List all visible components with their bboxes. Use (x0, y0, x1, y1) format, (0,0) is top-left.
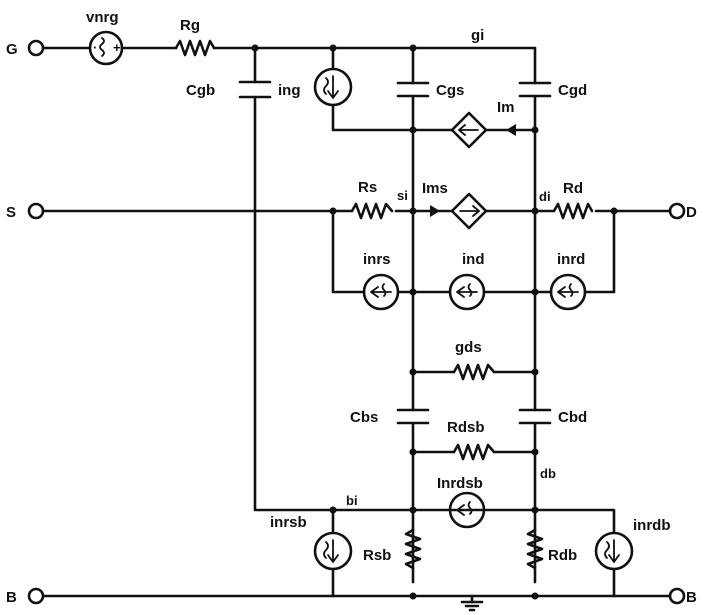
junction-dots (251, 44, 618, 600)
port-label-d: D (686, 204, 697, 221)
label-rdsb: Rdsb (447, 419, 485, 436)
label-si: si (397, 188, 408, 203)
label-inrs: inrs (363, 251, 391, 268)
bulk-terminal-right (668, 587, 686, 605)
label-vnrg: vnrg (86, 9, 119, 26)
capacitor-cgd (518, 81, 552, 98)
dependent-source-ims (430, 192, 488, 230)
label-cbd: Cbd (558, 409, 587, 426)
noise-source-inrs (362, 273, 400, 311)
noise-source-inrd (549, 273, 587, 311)
noise-source-inrsb (313, 531, 353, 571)
label-cbs: Cbs (350, 409, 378, 426)
label-bi: bi (346, 493, 358, 508)
label-ind: ind (462, 251, 485, 268)
capacitor-cgb (238, 80, 272, 99)
dependent-source-im (450, 111, 516, 149)
capacitor-cbd (518, 408, 552, 425)
noise-source-inrdb (594, 531, 634, 571)
label-gds: gds (455, 339, 482, 356)
label-im: Im (497, 99, 515, 116)
resistor-rd (552, 202, 594, 220)
wires (41, 46, 672, 604)
bulk-terminal-left (27, 587, 45, 605)
label-db: db (540, 466, 556, 481)
ground-symbol (460, 600, 484, 612)
gate-terminal (27, 39, 45, 57)
port-label-b-right: B (686, 589, 697, 606)
svg-text:+: + (113, 40, 121, 55)
source-terminal (27, 202, 45, 220)
label-rdb: Rdb (548, 547, 577, 564)
label-inrd: inrd (557, 251, 585, 268)
resistor-rdsb (452, 443, 496, 461)
port-label-s: S (6, 204, 16, 221)
label-cgb: Cgb (186, 82, 215, 99)
label-rs: Rs (358, 179, 377, 196)
resistor-rs (350, 202, 394, 220)
label-rd: Rd (563, 180, 583, 197)
label-rsb: Rsb (363, 547, 391, 564)
label-inrdb: inrdb (633, 517, 671, 534)
label-gi: gi (471, 27, 484, 44)
noise-source-inrdsb (448, 491, 486, 529)
resistor-rg (174, 39, 216, 57)
resistor-gds (452, 363, 496, 381)
label-inrsb: inrsb (270, 514, 307, 531)
label-inrdsb: Inrdsb (437, 475, 483, 492)
port-label-g: G (6, 41, 18, 58)
capacitor-cbs (396, 408, 430, 425)
label-di: di (539, 189, 551, 204)
resistor-rdb (526, 528, 544, 570)
label-cgs: Cgs (436, 82, 464, 99)
label-ims: Ims (422, 180, 448, 197)
noise-source-ing (313, 67, 353, 107)
label-cgd: Cgd (558, 82, 587, 99)
labels: G S D B B vnrg Rg gi Cgb ing Cgs Cgd Im … (6, 9, 697, 606)
label-rg: Rg (180, 17, 200, 34)
resistor-rsb (404, 528, 422, 570)
capacitor-cgs (396, 81, 430, 98)
svg-text:·: · (93, 40, 97, 55)
port-terminals (27, 39, 686, 605)
noise-source-ind (448, 273, 486, 311)
label-ing: ing (278, 82, 301, 99)
port-label-b-left: B (6, 589, 17, 606)
drain-terminal (668, 202, 686, 220)
vnrg-source: · + (88, 30, 124, 66)
